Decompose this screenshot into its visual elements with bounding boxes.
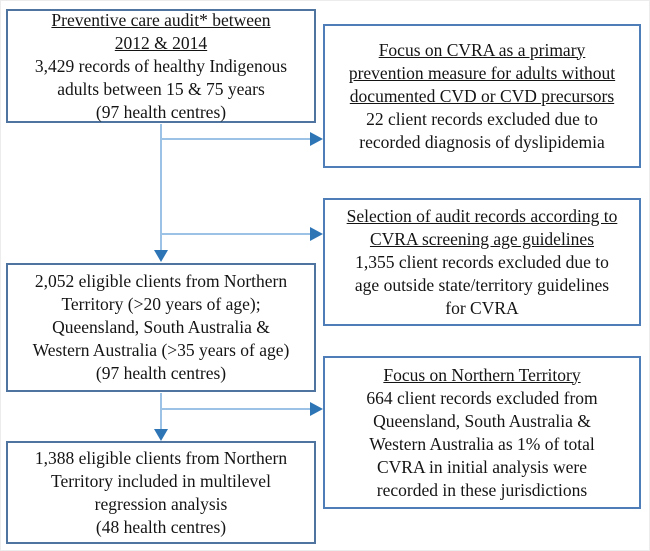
text-line: prevention measure for adults without — [348, 62, 616, 83]
text-line: (97 health centres) — [95, 363, 227, 383]
text-line: 2012 & 2014 — [114, 32, 208, 53]
text-line: 22 client records excluded due to — [366, 108, 598, 129]
arrowhead-right-to-nt-focus — [310, 402, 323, 416]
text-line: 3,429 records of healthy Indigenous — [34, 55, 288, 76]
box-body: 3,429 records of healthy Indigenous adul… — [35, 55, 287, 124]
box-age-guideline-selection: Selection of audit records according to … — [323, 198, 641, 326]
box-body: 1,388 eligible clients from Northern Ter… — [35, 447, 287, 539]
text-line: (48 health centres) — [95, 516, 227, 537]
box-title: Focus on CVRA as a primary prevention me… — [349, 39, 615, 108]
text-line: recorded diagnosis of dyslipidemia — [359, 131, 605, 152]
text-line: Western Australia as 1% of total — [369, 433, 595, 454]
text-line: Focus on Northern Territory — [383, 364, 581, 385]
text-line: documented CVD or CVD precursors — [349, 85, 615, 106]
connector-eligible-to-final-line — [160, 393, 162, 431]
box-body: 2,052 eligible clients from Northern Ter… — [33, 270, 290, 385]
box-northern-territory-focus: Focus on Northern Territory 664 client r… — [323, 356, 641, 509]
connector-to-cvra-focus-line — [161, 138, 310, 140]
box-preventive-care-audit: Preventive care audit* between 2012 & 20… — [6, 9, 316, 123]
box-body: 22 client records excluded due to record… — [359, 108, 604, 154]
text-line: Territory included in multilevel — [51, 470, 271, 491]
text-line: Western Australia (>35 years of age) — [32, 340, 290, 360]
box-title: Selection of audit records according to … — [347, 205, 618, 251]
text-line: regression analysis — [94, 493, 228, 514]
arrowhead-right-to-cvra-focus — [310, 132, 323, 146]
box-title: Focus on Northern Territory — [383, 364, 580, 387]
arrowhead-down-to-final — [154, 429, 168, 441]
box-body: 1,355 client records excluded due to age… — [355, 251, 609, 320]
text-line: Selection of audit records according to — [346, 205, 618, 226]
text-line: (97 health centres) — [95, 101, 227, 122]
connector-audit-to-eligible-line — [160, 124, 162, 252]
box-eligible-clients: 2,052 eligible clients from Northern Ter… — [6, 263, 316, 392]
text-line: age outside state/territory guidelines — [354, 274, 610, 295]
text-line: adults between 15 & 75 years — [57, 78, 265, 99]
box-final-regression-sample: 1,388 eligible clients from Northern Ter… — [6, 441, 316, 544]
text-line: recorded in these jurisdictions — [376, 479, 588, 500]
box-cvra-primary-prevention-focus: Focus on CVRA as a primary prevention me… — [323, 24, 641, 168]
text-line: 2,052 eligible clients from Northern — [34, 271, 288, 291]
text-line: Queensland, South Australia & — [52, 317, 270, 337]
text-line: Preventive care audit* between — [51, 9, 271, 30]
arrowhead-right-to-age-selection — [310, 227, 323, 241]
arrowhead-down-to-eligible — [154, 250, 168, 262]
text-line: 1,388 eligible clients from Northern — [34, 447, 288, 468]
connector-to-age-selection-line — [161, 233, 310, 235]
text-line: Focus on CVRA as a primary — [378, 39, 586, 60]
text-line: Queensland, South Australia & — [373, 410, 591, 431]
box-title: Preventive care audit* between 2012 & 20… — [51, 9, 270, 55]
text-line: CVRA in initial analysis were — [377, 456, 587, 477]
text-line: CVRA screening age guidelines — [369, 228, 595, 249]
text-line: 664 client records excluded from — [366, 387, 598, 408]
connector-to-nt-focus-line — [161, 408, 310, 410]
text-line: Territory (>20 years of age); — [61, 294, 261, 314]
text-line: for CVRA — [445, 297, 519, 318]
box-body: 664 client records excluded from Queensl… — [366, 387, 597, 502]
text-line: 1,355 client records excluded due to — [355, 251, 609, 272]
